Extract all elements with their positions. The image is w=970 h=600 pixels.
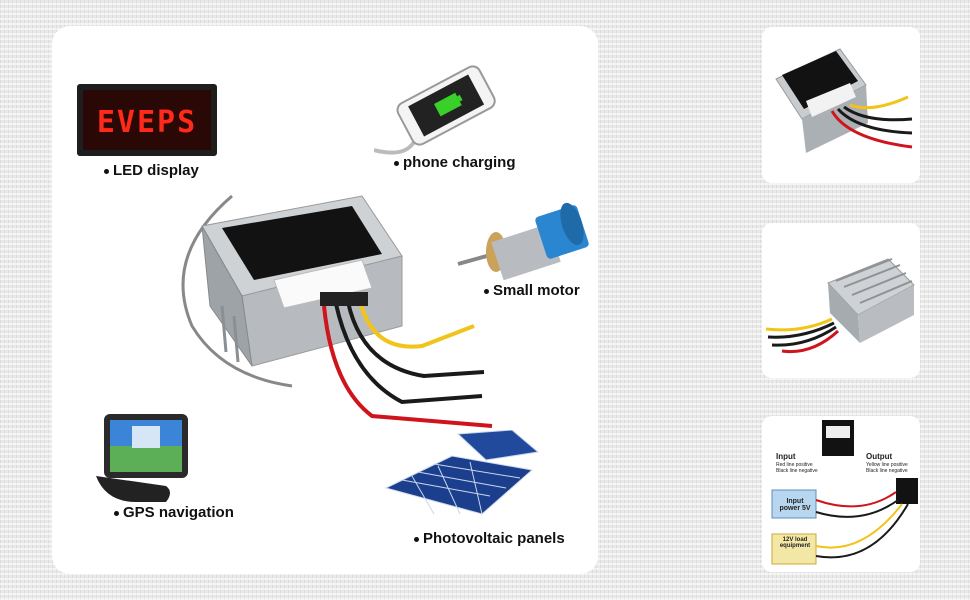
bullet-dot <box>114 510 119 516</box>
diagram-input-legend-2: Black line negative <box>776 468 818 474</box>
converter-product-image <box>181 194 493 428</box>
thumbnail-converter-top-view[interactable] <box>762 27 920 183</box>
converter-heatsink-image <box>765 258 915 354</box>
diagram-input-heading: Input <box>776 452 796 461</box>
main-product-panel: EVEPS LED display phone charging <box>52 26 598 574</box>
thumbnail-wiring-diagram[interactable]: Input Output Red line positive Black lin… <box>762 416 920 572</box>
diagram-output-heading: Output <box>866 452 893 461</box>
bullet-dot <box>394 160 399 166</box>
diagram-load-box: 12V load equipment <box>779 537 811 549</box>
label-gps-navigation: GPS navigation <box>114 504 234 521</box>
small-motor-image <box>457 202 589 281</box>
label-small-motor: Small motor <box>484 282 580 299</box>
bullet-dot <box>104 168 109 174</box>
diagram-input-legend-1: Red line positive <box>776 462 813 468</box>
led-sign-text: EVEPS <box>97 105 197 140</box>
led-display-image: EVEPS <box>77 84 217 156</box>
bullet-dot <box>484 288 489 294</box>
label-photovoltaic-panels: Photovoltaic panels <box>414 530 565 547</box>
photovoltaic-panels-image <box>384 430 540 515</box>
bullet-dot <box>414 536 419 542</box>
phone-charging-image <box>374 65 496 155</box>
wiring-diagram-image <box>771 420 918 565</box>
gps-navigation-image <box>96 414 188 502</box>
label-phone-charging: phone charging <box>394 154 516 171</box>
diagram-input-power-box: Input power 5V <box>779 498 811 512</box>
diagram-output-legend-2: Black line negative <box>866 468 908 474</box>
diagram-output-legend-1: Yellow line positive <box>866 462 908 468</box>
label-led-display: LED display <box>104 162 199 179</box>
converter-top-image <box>775 48 913 153</box>
thumbnail-converter-heatsink-view[interactable] <box>762 223 920 378</box>
